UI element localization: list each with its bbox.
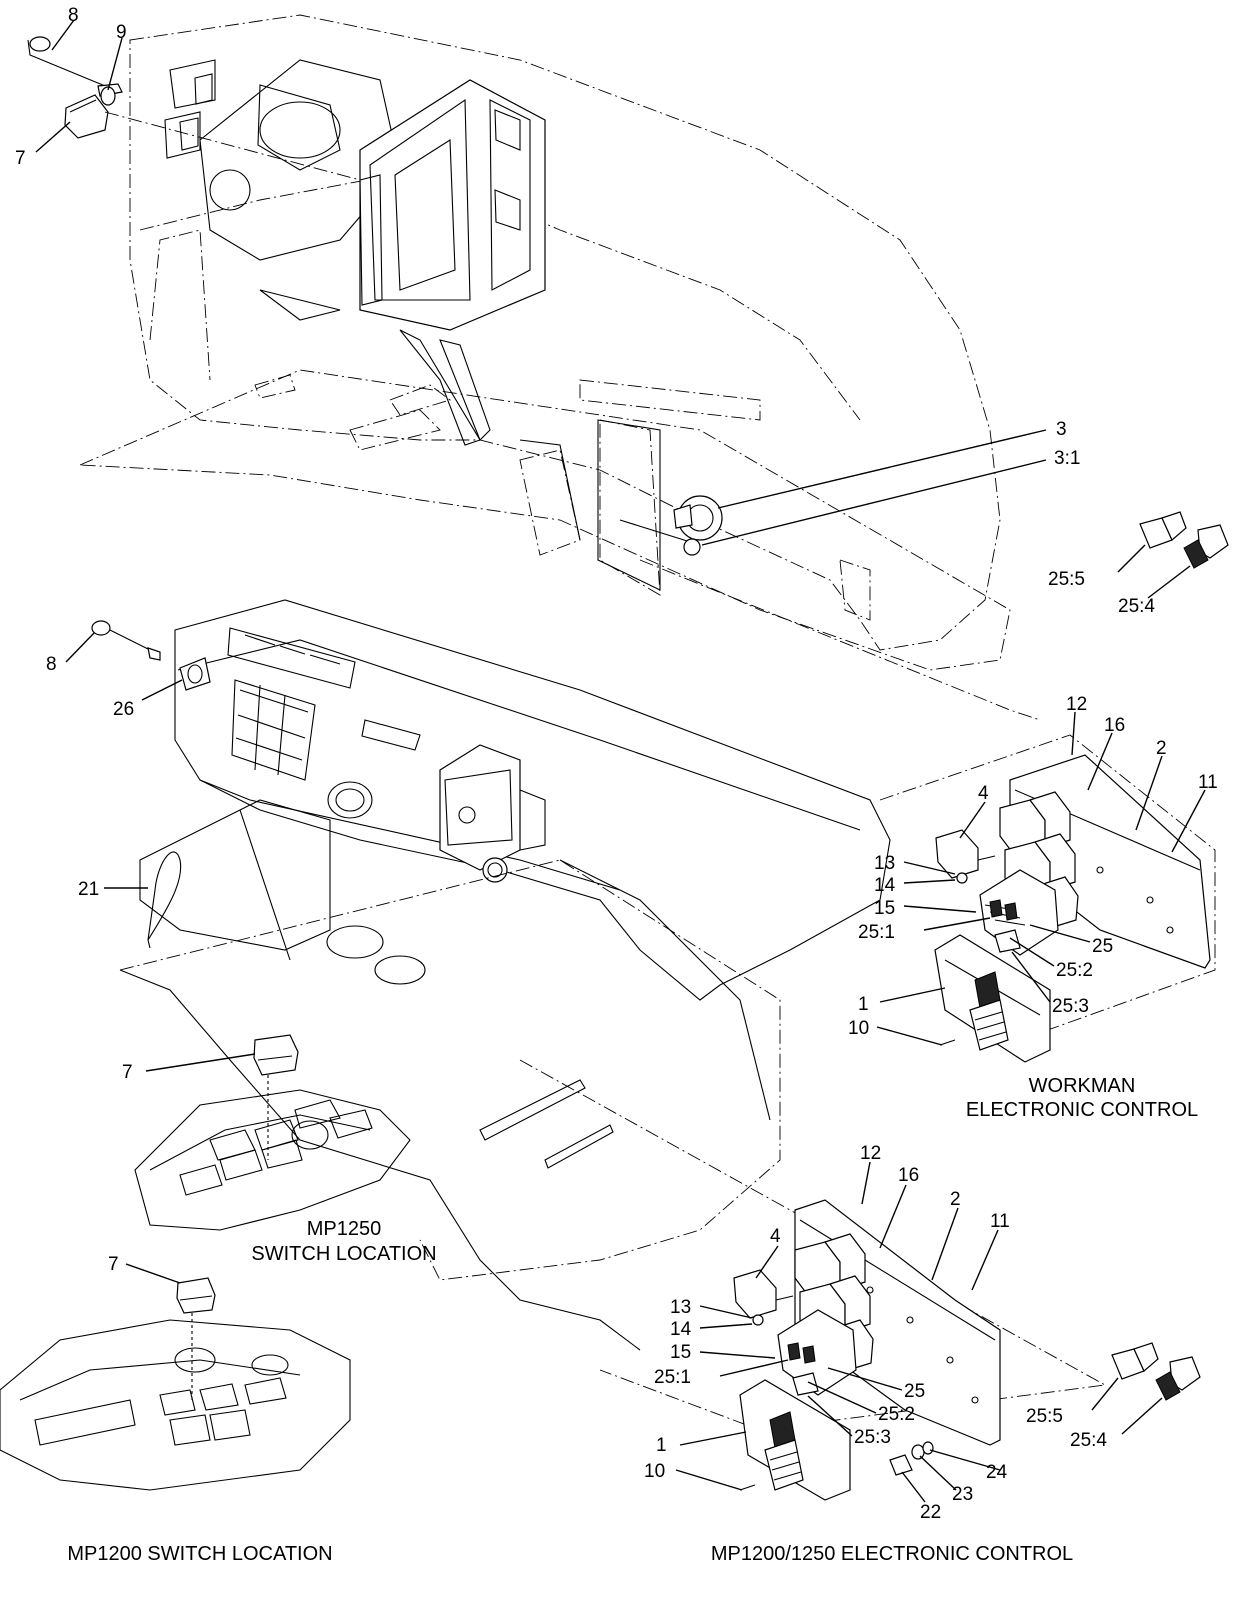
caption-workman-line1: WORKMAN <box>1029 1075 1136 1097</box>
middle-panel-assembly <box>91 599 891 1351</box>
callout-11-workman: 11 <box>1198 772 1218 793</box>
callout-4-mp: 4 <box>770 1226 781 1247</box>
captions: WORKMAN ELECTRONIC CONTROL MP1250 SWITCH… <box>67 1075 1198 1565</box>
callout-25-workman: 25 <box>1092 936 1113 957</box>
callout-16-workman: 16 <box>1104 715 1125 736</box>
callout-25-2-mp: 25:2 <box>878 1404 915 1425</box>
callout-13-mp: 13 <box>670 1297 691 1318</box>
workman-control-assembly <box>879 734 1216 1063</box>
callout-11-mp: 11 <box>990 1211 1010 1232</box>
callout-12-workman: 12 <box>1066 694 1087 715</box>
callout-8-top: 8 <box>68 5 79 26</box>
callout-3-1: 3:1 <box>1054 448 1080 469</box>
callout-2-mp: 2 <box>950 1189 961 1210</box>
callout-25-mp: 25 <box>904 1381 925 1402</box>
callout-25-1-mp: 25:1 <box>654 1367 691 1388</box>
callout-1-workman: 1 <box>858 994 869 1015</box>
callout-7-mp1250: 7 <box>122 1062 133 1083</box>
top-switch-group <box>27 36 361 181</box>
callout-26: 26 <box>113 699 134 720</box>
callout-25-4-mp: 25:4 <box>1070 1430 1107 1451</box>
mp1250-switch-panel <box>134 1034 411 1231</box>
callout-8-mid: 8 <box>46 654 57 675</box>
mp1200-1250-control-assembly <box>519 1059 1201 1501</box>
callout-25-1-workman: 25:1 <box>858 922 895 943</box>
callout-15-mp: 15 <box>670 1342 691 1363</box>
callout-7-top: 7 <box>15 148 26 169</box>
callout-7-mp1200: 7 <box>108 1254 119 1275</box>
caption-mp1250-line2: SWITCH LOCATION <box>251 1243 436 1265</box>
callout-25-5-mp: 25:5 <box>1026 1406 1063 1427</box>
callout-1-mp: 1 <box>656 1435 667 1456</box>
callout-22: 22 <box>920 1502 941 1523</box>
callout-13-workman: 13 <box>874 853 895 874</box>
caption-mp1200-1250-control: MP1200/1250 ELECTRONIC CONTROL <box>711 1543 1073 1565</box>
caption-mp1200-switch: MP1200 SWITCH LOCATION <box>67 1543 332 1565</box>
callout-14-mp: 14 <box>670 1319 692 1340</box>
callout-2-workman: 2 <box>1156 738 1167 759</box>
callout-4-workman: 4 <box>978 783 989 804</box>
callout-9-top: 9 <box>116 22 127 43</box>
callout-15-workman: 15 <box>874 898 895 919</box>
callout-3: 3 <box>1056 419 1067 440</box>
callout-23: 23 <box>952 1484 973 1505</box>
top-dash-assembly <box>79 14 1041 721</box>
callout-14-workman: 14 <box>874 875 896 896</box>
callout-25-3-workman: 25:3 <box>1052 996 1089 1017</box>
mp1200-switch-panel <box>0 1277 351 1491</box>
callout-10-workman: 10 <box>848 1018 869 1039</box>
callout-12-mp: 12 <box>860 1143 881 1164</box>
caption-mp1250-line1: MP1250 <box>307 1218 382 1240</box>
top-relay-3 <box>673 495 723 556</box>
callout-25-4-top: 25:4 <box>1118 596 1155 617</box>
top-connectors-25 <box>1139 511 1229 569</box>
caption-workman-line2: ELECTRONIC CONTROL <box>966 1099 1198 1121</box>
callout-24: 24 <box>986 1462 1008 1483</box>
callout-21: 21 <box>78 879 99 900</box>
callout-25-5-top: 25:5 <box>1048 569 1085 590</box>
callout-25-3-mp: 25:3 <box>854 1427 891 1448</box>
callout-labels: 8 9 7 3 3:1 25:5 25:4 8 26 21 12 16 2 11… <box>15 5 1218 1523</box>
callout-10-mp: 10 <box>644 1461 665 1482</box>
callout-16-mp: 16 <box>898 1165 919 1186</box>
callout-25-2-workman: 25:2 <box>1056 960 1093 981</box>
